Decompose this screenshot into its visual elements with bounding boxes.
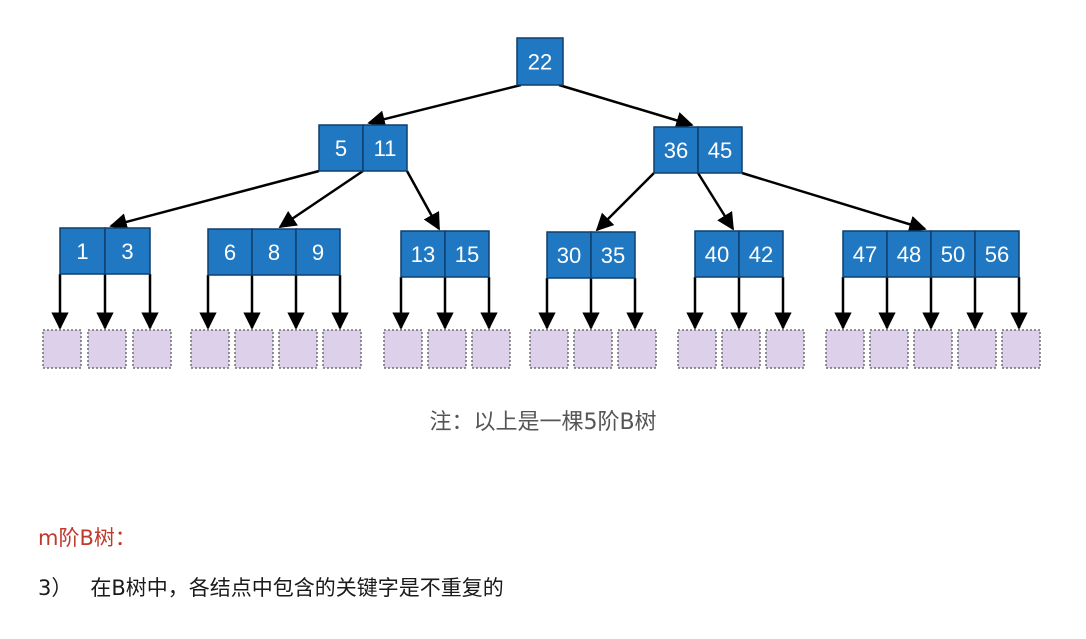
key-cell [400,230,446,278]
node-n-47-48-50-56: 47 48 50 56 [842,230,1020,278]
key-label: 45 [708,138,732,163]
null-leaf [471,329,511,369]
null-leaf [957,329,997,369]
null-leaf [42,329,82,369]
edge-n-5-11-to-n-1-3 [109,169,320,231]
key-label: 8 [268,240,280,265]
node-n-40-42: 40 42 [694,230,784,278]
node-n-30-35: 30 35 [546,231,636,279]
key-cell [546,231,592,279]
key-label: 3 [121,239,133,264]
key-cell [738,230,784,278]
key-cell [207,228,253,276]
key-cell [930,230,976,278]
null-leaf [913,329,953,369]
null-leaf [677,329,717,369]
property-item: 3） 在B树中，各结点中包含的关键字是不重复的 [38,572,504,602]
edge-n-36-45-to-n-30-35 [595,172,655,232]
key-label: 11 [374,136,397,161]
null-leaf [573,329,613,369]
null-leaf [190,329,230,369]
null-leaf [427,329,467,369]
key-cell [697,126,743,174]
key-cell [444,230,490,278]
key-label: 22 [528,50,552,75]
key-label: 6 [224,240,236,265]
null-leaf [132,329,172,369]
key-label: 15 [455,242,479,267]
key-cell [694,230,740,278]
tree-edges [51,83,1028,330]
null-leaf [278,329,318,369]
edge-n-5-11-to-n-13-15 [405,170,441,231]
null-leaf [87,329,127,369]
key-cell [653,126,699,174]
null-leaf [765,329,805,369]
null-leaf [234,329,274,369]
key-cell [362,124,408,172]
null-leaf [869,329,909,369]
key-label: 13 [411,242,435,267]
null-leaves [42,329,1041,369]
diagram-caption: 注：以上是一棵5阶B树 [429,410,657,435]
key-label: 1 [76,239,88,264]
null-leaf [825,329,865,369]
node-n-13-15: 13 15 [400,230,490,278]
key-cell [104,227,151,275]
node-n-36-45: 36 45 [653,126,743,174]
key-cell [974,230,1020,278]
key-cell [590,231,636,279]
key-cell [842,230,888,278]
key-cell [516,37,564,86]
node-n-5-11: 5 11 [318,124,408,172]
key-label: 40 [705,242,729,267]
edge-root-to-n-36-45 [558,83,694,129]
key-label: 50 [941,242,965,267]
key-label: 47 [853,242,877,267]
node-root: 22 [516,37,564,86]
null-leaf [1001,329,1041,369]
edge-n-5-11-to-n-6-8-9 [278,169,364,229]
key-label: 36 [664,138,688,163]
null-leaf [721,329,761,369]
key-cell [251,228,297,276]
key-label: 30 [557,243,581,268]
null-leaf [322,329,362,369]
property-number: 3） [38,576,73,600]
null-leaf [383,329,423,369]
edge-n-36-45-to-n-47-48-50-56 [741,171,927,233]
property-text: 在B树中，各结点中包含的关键字是不重复的 [90,576,504,600]
null-leaf [529,329,569,369]
key-label: 42 [749,242,773,267]
key-cell [295,228,341,276]
key-label: 9 [312,240,324,265]
key-cell [59,227,106,275]
key-label: 5 [335,136,347,161]
edge-root-to-n-5-11 [367,83,522,128]
null-leaf [617,329,657,369]
section-heading: m阶B树： [38,526,136,550]
key-label: 35 [601,243,625,268]
edge-n-36-45-to-n-40-42 [696,172,735,231]
key-label: 56 [985,242,1009,267]
node-n-6-8-9: 6 8 9 [207,228,341,276]
key-label: 48 [897,242,921,267]
